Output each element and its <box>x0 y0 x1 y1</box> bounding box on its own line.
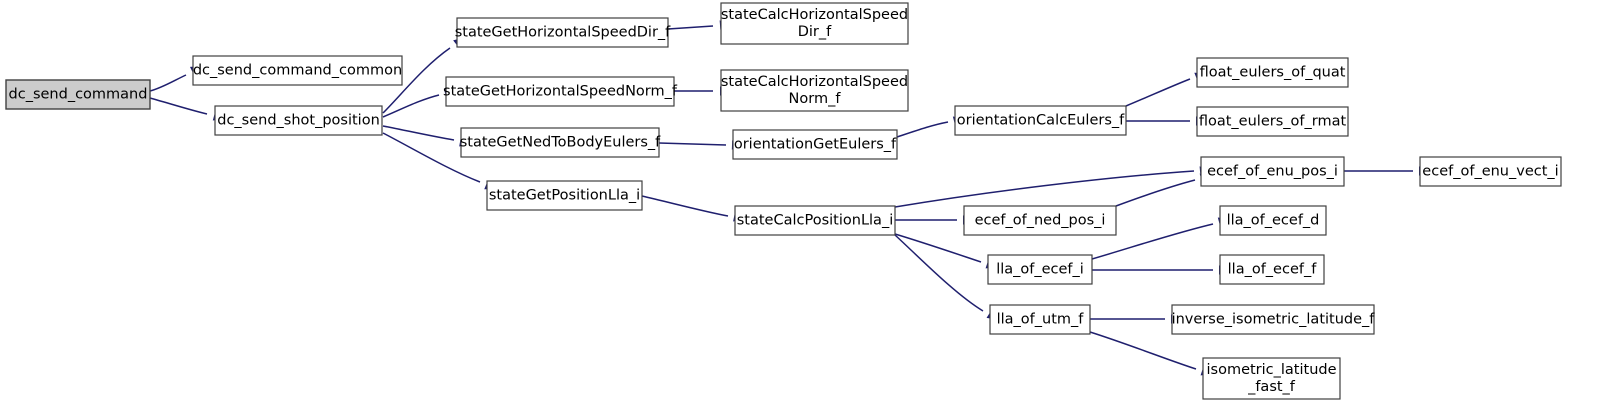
node-dc_send_command[interactable]: dc_send_command <box>5 79 151 110</box>
node-label: dc_send_command_common <box>193 63 402 79</box>
node-label: stateGetHorizontalSpeedNorm_f <box>443 84 678 100</box>
edge-ecef_of_enu_pos_i-to-ecef_of_enu_vect_i <box>1344 166 1430 176</box>
node-box[interactable] <box>1196 106 1349 137</box>
node-dc_send_shot_position[interactable]: dc_send_shot_position <box>214 105 383 136</box>
node-box[interactable] <box>445 76 675 107</box>
node-box[interactable] <box>192 55 403 86</box>
node-label: dc_send_command <box>9 87 148 103</box>
edge-stateGetNedToBodyEulers_f-to-orientationGetEulers_f <box>658 140 743 150</box>
node-box[interactable] <box>732 129 898 160</box>
node-box[interactable] <box>1219 254 1325 285</box>
node-box[interactable] <box>1202 357 1341 400</box>
node-box[interactable] <box>460 127 660 158</box>
node-box[interactable] <box>486 180 643 211</box>
node-float_eulers_of_quat[interactable]: float_eulers_of_quat <box>1196 57 1349 88</box>
edge-lla_of_utm_f-to-isometric_latitude_fast_f <box>1089 331 1213 376</box>
edge-stateCalcPositionLla_i-to-ecef_of_ned_pos_i <box>895 215 974 225</box>
node-label: ecef_of_enu_pos_i <box>1207 164 1338 180</box>
node-isometric_latitude_fast_f[interactable]: isometric_latitude_fast_f <box>1202 357 1341 400</box>
node-label: stateGetPositionLla_i <box>489 188 640 204</box>
edge-orientationCalcEulers_f-to-float_eulers_of_rmat <box>1126 116 1207 126</box>
node-float_eulers_of_rmat[interactable]: float_eulers_of_rmat <box>1196 106 1349 137</box>
edge-stateGetPositionLla_i-to-stateCalcPositionLla_i <box>641 195 745 222</box>
node-box[interactable] <box>214 105 383 136</box>
node-box[interactable] <box>963 205 1117 236</box>
node-label: stateCalcPositionLla_i <box>737 213 893 229</box>
node-label: ecef_of_ned_pos_i <box>975 213 1106 229</box>
edge-dc_send_shot_position-to-stateGetNedToBodyEulers_f <box>382 125 471 147</box>
edge-lla_of_utm_f-to-inverse_isometric_latitude_f <box>1090 314 1182 324</box>
node-label: stateGetNedToBodyEulers_f <box>460 135 661 151</box>
node-label: float_eulers_of_rmat <box>1199 114 1347 130</box>
node-box[interactable] <box>1419 156 1562 187</box>
nodes-layer: dc_send_command dc_send_command_common dc_… <box>5 2 1562 400</box>
node-label: inverse_isometric_latitude_f <box>1172 312 1376 328</box>
node-label: lla_of_ecef_f <box>1228 262 1318 278</box>
node-label: lla_of_utm_f <box>997 312 1085 328</box>
edge-lla_of_ecef_i-to-lla_of_ecef_f <box>1092 265 1230 275</box>
edge-stateCalcPositionLla_i-to-lla_of_utm_f <box>894 234 999 320</box>
node-stateGetHorizontalSpeedDir_f[interactable]: stateGetHorizontalSpeedDir_f <box>455 17 671 48</box>
node-box[interactable] <box>720 2 909 45</box>
edge-orientationCalcEulers_f-to-float_eulers_of_quat <box>1125 72 1207 107</box>
node-stateGetNedToBodyEulers_f[interactable]: stateGetNedToBodyEulers_f <box>460 127 661 158</box>
node-box[interactable] <box>1200 156 1345 187</box>
node-box[interactable] <box>1171 304 1375 335</box>
node-orientationGetEulers_f[interactable]: orientationGetEulers_f <box>732 129 898 160</box>
node-inverse_isometric_latitude_f[interactable]: inverse_isometric_latitude_f <box>1171 304 1376 335</box>
node-ecef_of_ned_pos_i[interactable]: ecef_of_ned_pos_i <box>963 205 1117 236</box>
node-lla_of_utm_f[interactable]: lla_of_utm_f <box>989 304 1091 335</box>
node-box[interactable] <box>456 17 669 48</box>
node-box[interactable] <box>1196 57 1349 88</box>
node-box[interactable] <box>954 105 1127 136</box>
edge-stateCalcPositionLla_i-to-ecef_of_enu_pos_i <box>894 166 1211 208</box>
node-label: dc_send_shot_position <box>217 113 380 129</box>
node-lla_of_ecef_f[interactable]: lla_of_ecef_f <box>1219 254 1325 285</box>
node-stateCalcPositionLla_i[interactable]: stateCalcPositionLla_i <box>734 205 896 236</box>
node-label: lla_of_ecef_i <box>996 262 1084 278</box>
node-lla_of_ecef_i[interactable]: lla_of_ecef_i <box>987 254 1093 285</box>
node-box[interactable] <box>987 254 1093 285</box>
node-lla_of_ecef_d[interactable]: lla_of_ecef_d <box>1219 205 1327 236</box>
node-ecef_of_enu_pos_i[interactable]: ecef_of_enu_pos_i <box>1200 156 1345 187</box>
node-label: stateGetHorizontalSpeedDir_f <box>455 25 671 41</box>
node-label: orientationCalcEulers_f <box>957 113 1125 129</box>
node-box[interactable] <box>5 79 151 110</box>
node-box[interactable] <box>989 304 1091 335</box>
node-orientationCalcEulers_f[interactable]: orientationCalcEulers_f <box>954 105 1127 136</box>
node-label: orientationGetEulers_f <box>734 137 897 153</box>
node-box[interactable] <box>720 69 909 112</box>
node-label: lla_of_ecef_d <box>1227 213 1320 229</box>
node-box[interactable] <box>734 205 896 236</box>
node-ecef_of_enu_vect_i[interactable]: ecef_of_enu_vect_i <box>1419 156 1562 187</box>
edge-stateCalcPositionLla_i-to-lla_of_ecef_i <box>894 233 998 269</box>
node-box[interactable] <box>1219 205 1327 236</box>
node-dc_send_command_common[interactable]: dc_send_command_common <box>192 55 403 86</box>
node-label: ecef_of_enu_vect_i <box>1422 164 1558 180</box>
node-stateGetPositionLla_i[interactable]: stateGetPositionLla_i <box>486 180 643 211</box>
node-stateGetHorizontalSpeedNorm_f[interactable]: stateGetHorizontalSpeedNorm_f <box>443 76 678 107</box>
node-label: isometric_latitude_fast_f <box>1206 362 1336 395</box>
node-label: float_eulers_of_quat <box>1200 65 1346 81</box>
